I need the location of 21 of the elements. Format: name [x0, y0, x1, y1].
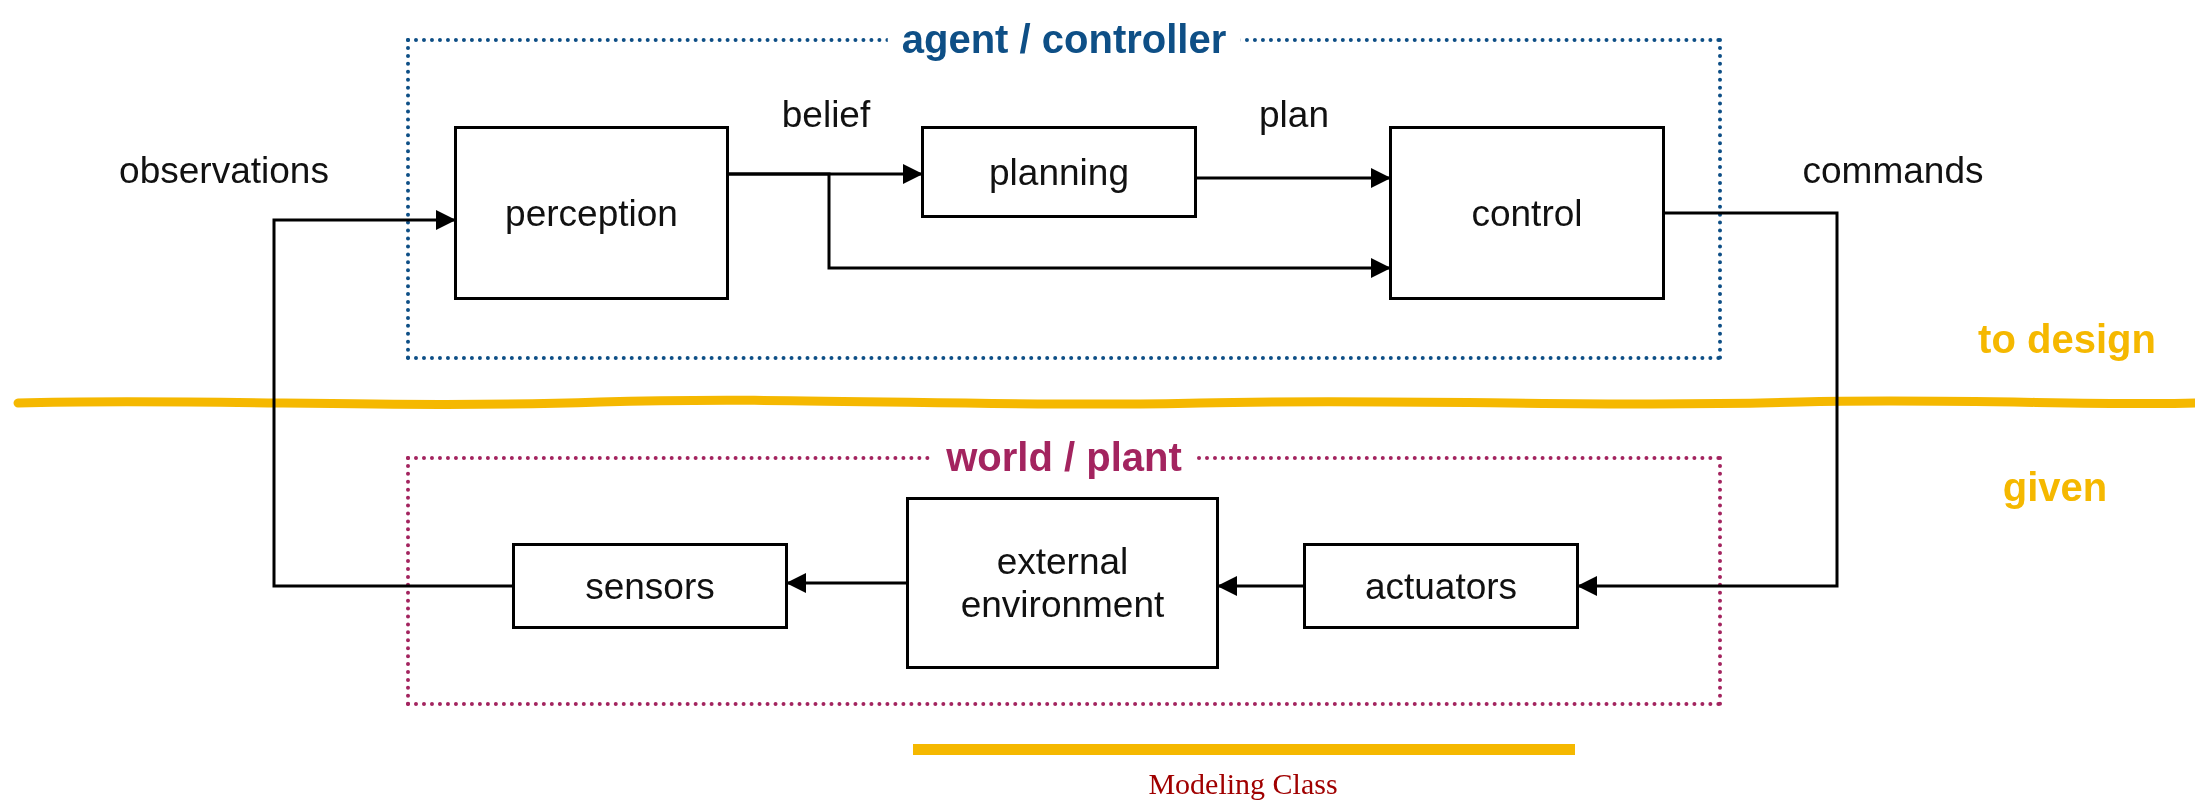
arrow: [786, 573, 906, 593]
caption: Modeling Class: [1148, 767, 1338, 801]
box-label: external environment: [959, 540, 1166, 626]
box-label: planning: [989, 150, 1129, 194]
process-box: [1303, 543, 1579, 629]
process-box: [454, 126, 729, 300]
box-label: control: [1471, 191, 1583, 235]
process-box: [906, 497, 1219, 669]
process-box: [1389, 126, 1665, 300]
arrow: [1217, 576, 1303, 596]
arrow: [272, 210, 512, 588]
box-label: sensors: [585, 564, 715, 608]
process-box: [921, 126, 1197, 218]
arrow: [1577, 211, 1839, 596]
box-label: perception: [505, 191, 678, 235]
region-label: to design: [1978, 316, 2156, 362]
process-box: [512, 543, 788, 629]
arrow: [1197, 168, 1391, 188]
arrow: [729, 172, 1391, 278]
region-label: given: [2002, 464, 2108, 510]
box-label: actuators: [1364, 564, 1518, 608]
